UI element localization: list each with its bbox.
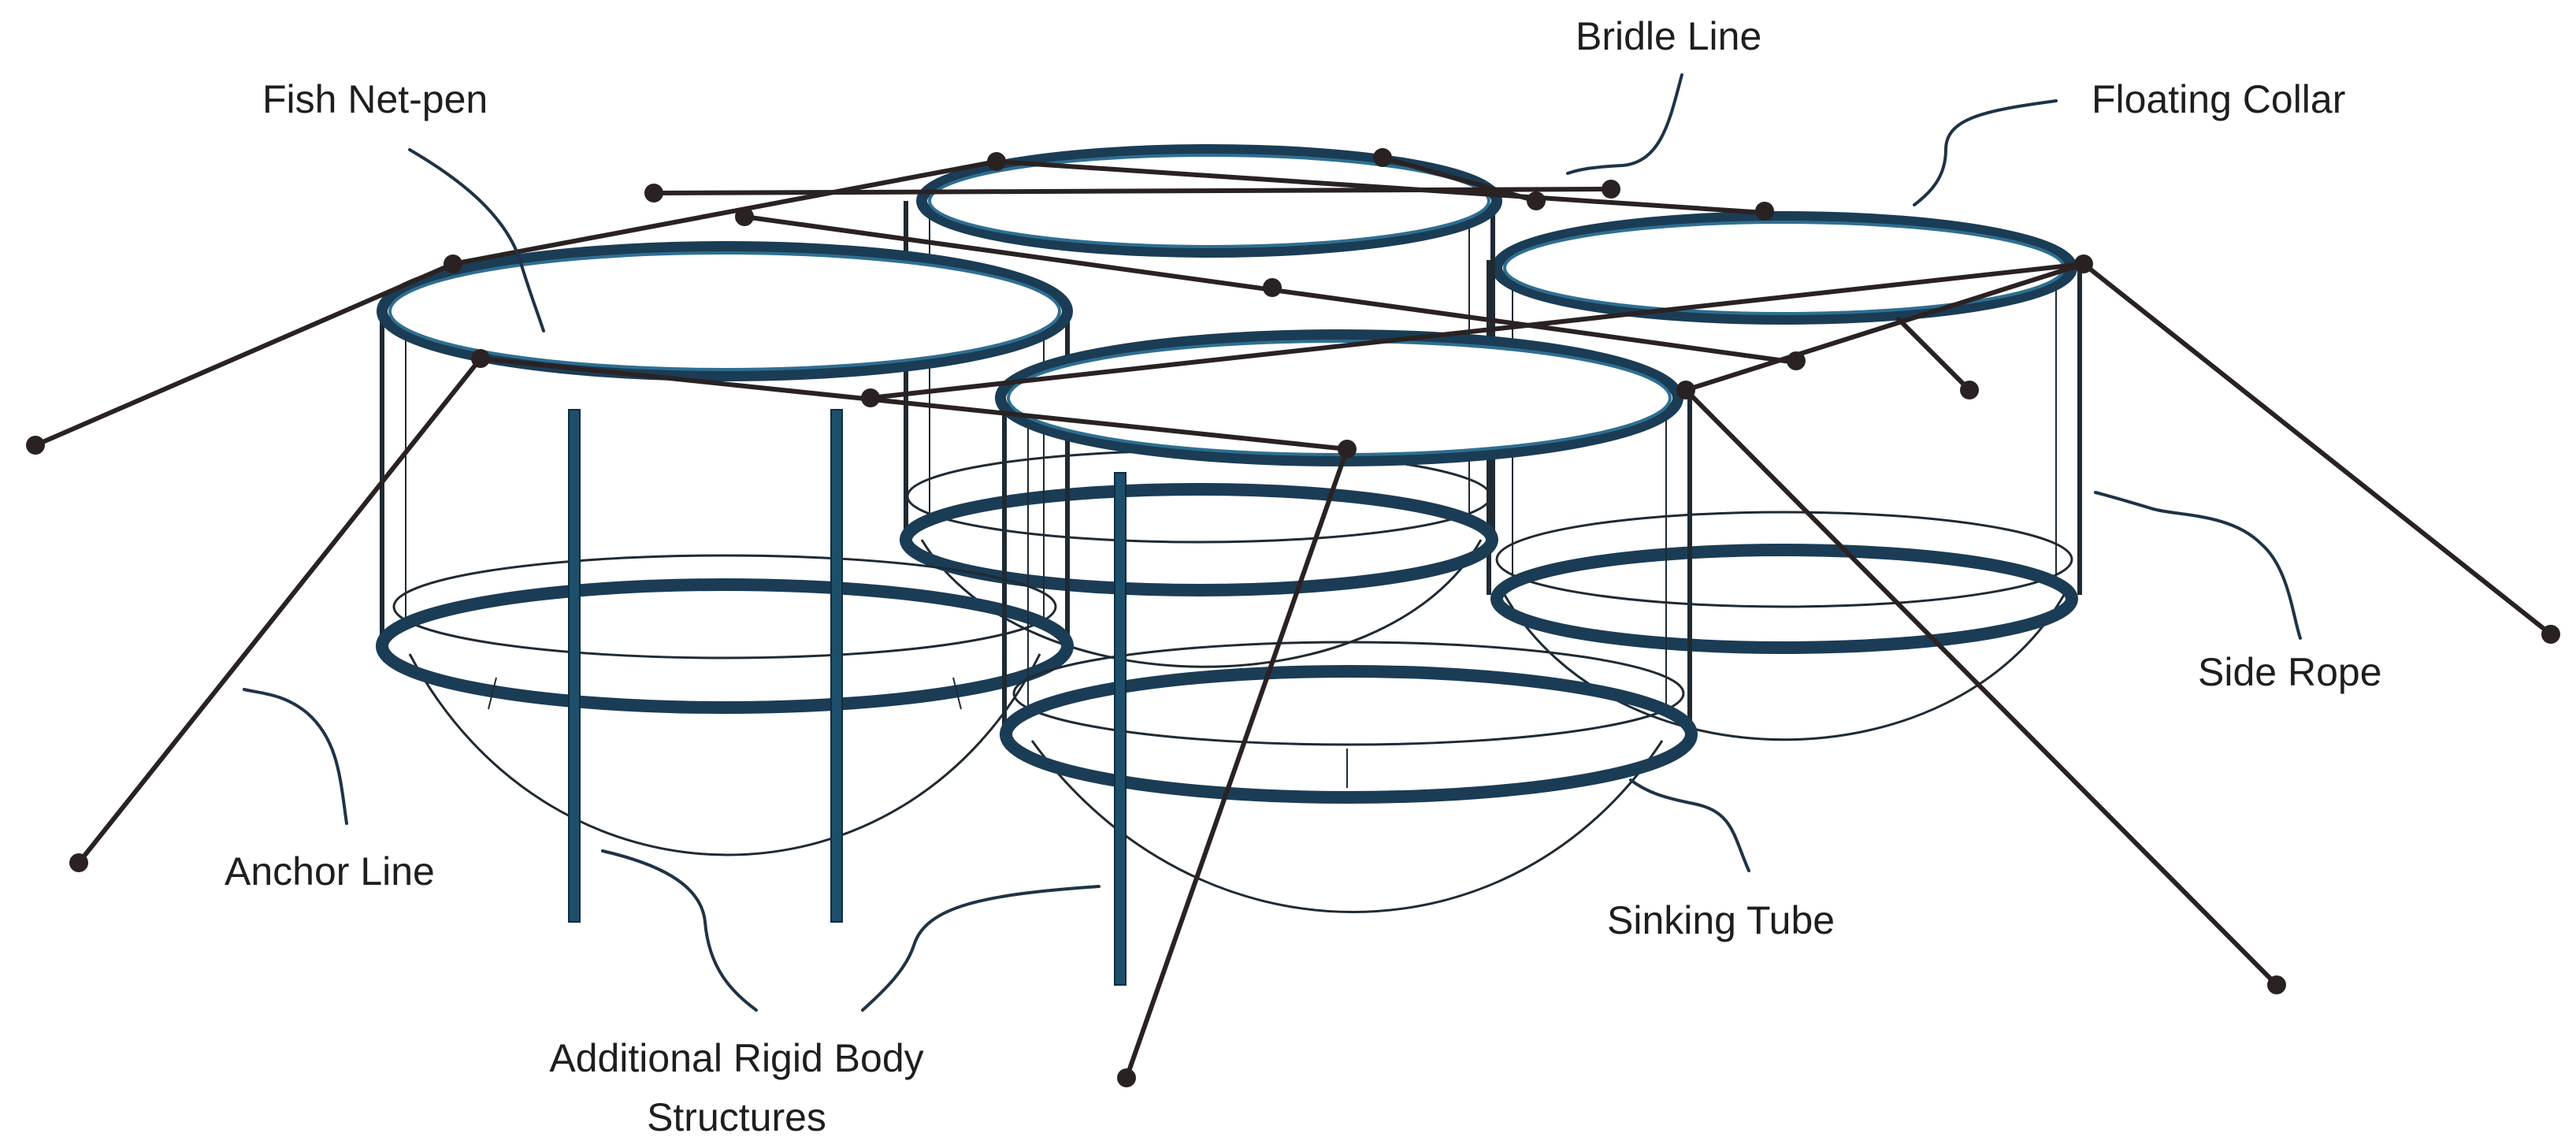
floating-collar xyxy=(377,241,1073,381)
label-fish-net-pen: Fish Net-pen xyxy=(262,77,488,121)
bridle-lines xyxy=(451,155,2086,451)
label-floating-collar: Floating Collar xyxy=(2092,77,2345,121)
leader-rigid-body-2 xyxy=(861,885,1101,1012)
label-sinking-tube: Sinking Tube xyxy=(1607,898,1835,942)
sinking-tube xyxy=(1490,544,2078,654)
sinking-tube xyxy=(376,578,1074,714)
net-pen-left xyxy=(376,241,1074,856)
floating-collar xyxy=(995,329,1683,466)
leader-floating-collar xyxy=(1913,99,2058,206)
label-rigid-body-line1: Additional Rigid Body xyxy=(549,1036,923,1080)
leader-fish-net-pen xyxy=(408,148,545,333)
label-side-rope: Side Rope xyxy=(2198,650,2382,694)
rope-nodes xyxy=(26,148,2560,1087)
label-bridle-line: Bridle Line xyxy=(1576,14,1761,58)
floating-collar xyxy=(1491,211,2077,325)
leader-rigid-body-1 xyxy=(601,849,758,1012)
sinking-tube xyxy=(1000,665,1698,804)
floating-collar xyxy=(916,144,1502,258)
labels: Bridle Line Floating Collar Fish Net-pen… xyxy=(225,14,2382,1139)
leader-bridle-line xyxy=(1566,73,1683,175)
leader-lines xyxy=(243,73,2302,1012)
anchor-lines xyxy=(33,262,2553,1080)
leader-side-rope xyxy=(2094,491,2302,640)
label-anchor-line: Anchor Line xyxy=(225,849,435,894)
leader-anchor-line xyxy=(243,688,348,825)
rigid-body-structures xyxy=(568,409,1127,986)
sinking-tube xyxy=(900,483,1498,596)
rigid-pole-1 xyxy=(568,409,581,923)
rigid-pole-3 xyxy=(1114,472,1127,986)
rigid-pole-2 xyxy=(830,409,843,923)
leader-sinking-tube xyxy=(1629,778,1750,872)
label-rigid-body-line2: Structures xyxy=(647,1095,826,1139)
